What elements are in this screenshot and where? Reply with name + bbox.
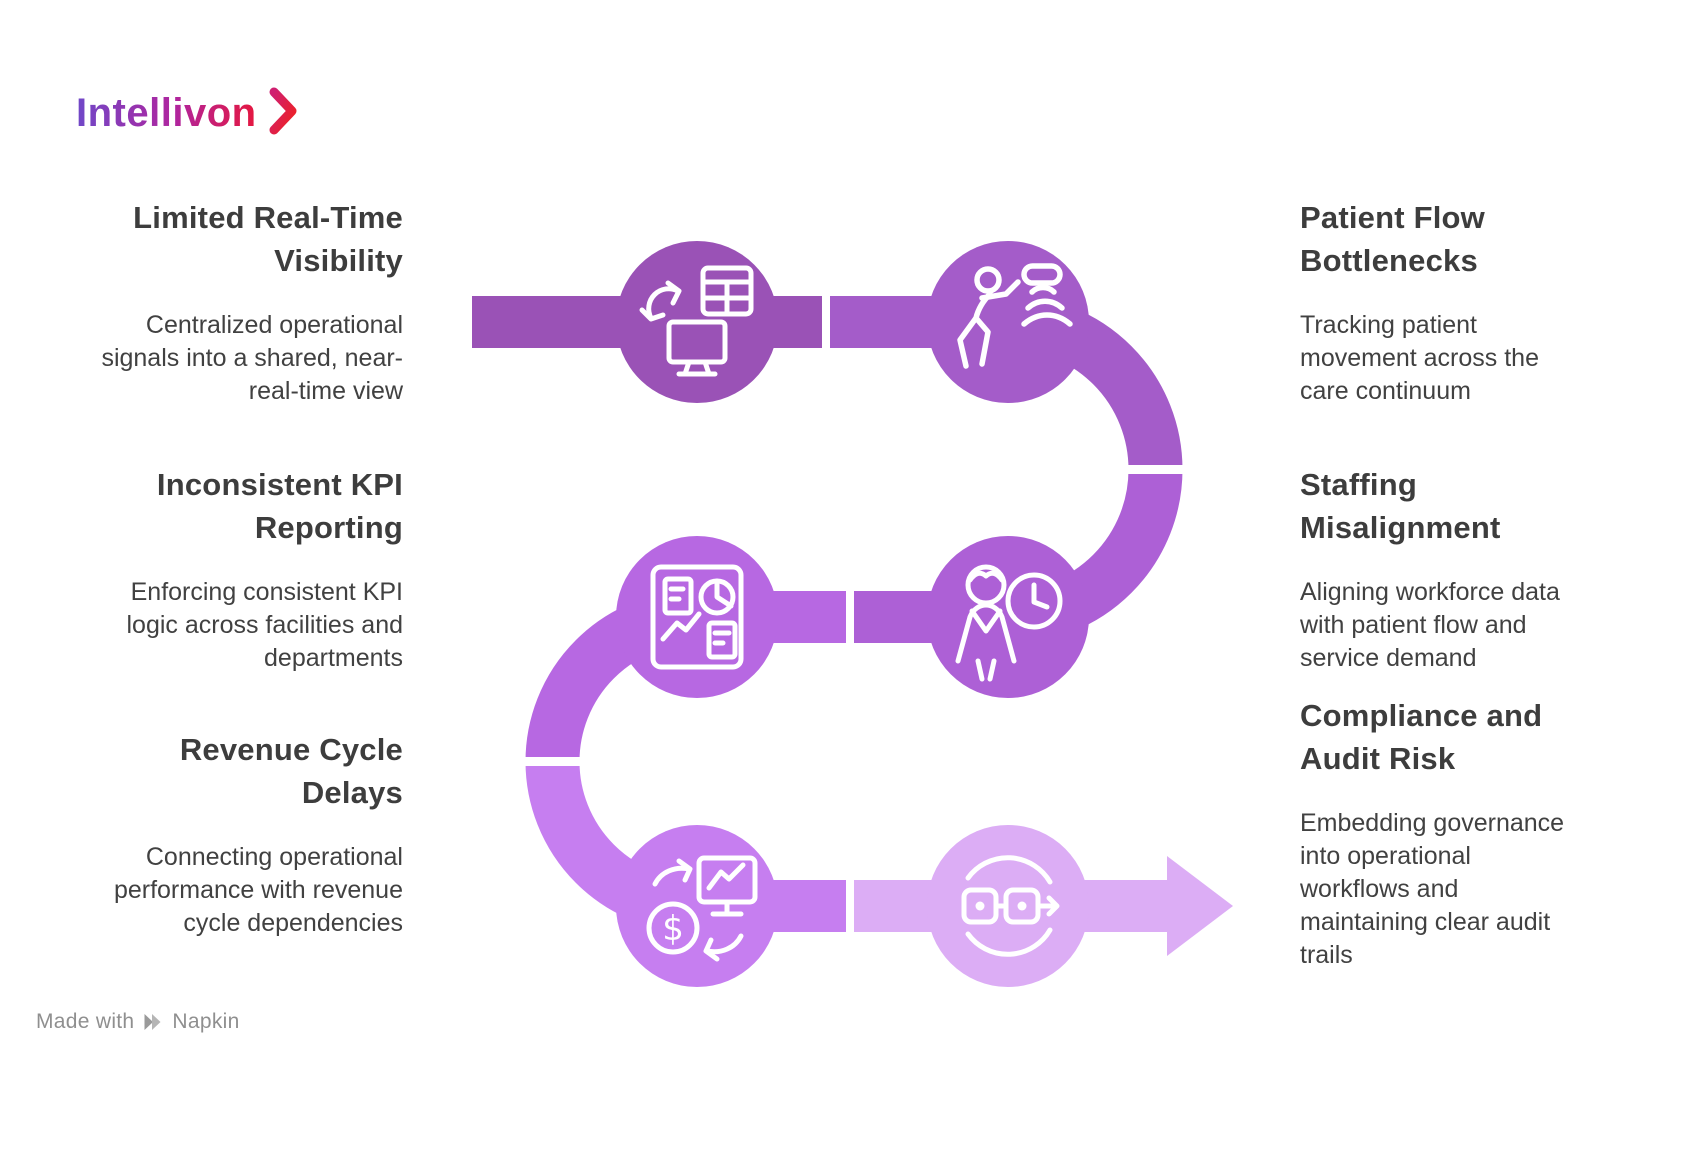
- revenue-cycle-icon: $: [646, 855, 758, 962]
- block-description: Tracking patient movement across the car…: [1300, 310, 1539, 405]
- block-title: Compliance and Audit Risk: [1300, 698, 1543, 777]
- brand-logo: Intellivon: [74, 82, 334, 149]
- walking-person-signal-icon: [957, 263, 1073, 369]
- data-sync-monitor-icon: [639, 265, 754, 377]
- made-with-napkin-credit: Made with Napkin: [36, 1010, 240, 1034]
- block-description: Aligning workforce data with patient flo…: [1300, 577, 1560, 672]
- block-description: Embedding governance into operational wo…: [1300, 808, 1565, 969]
- flow-end-arrowhead: [1167, 856, 1233, 956]
- brand-logo-text: Intellivon: [76, 91, 257, 135]
- block-title: Staffing Misalignment: [1300, 467, 1501, 546]
- step-circle-revenue-cycle: [616, 825, 778, 987]
- credit-brand: Napkin: [172, 1010, 240, 1033]
- block-description: Enforcing consistent KPI logic across fa…: [126, 577, 403, 672]
- text-block-compliance: Compliance and Audit Risk Embedding gove…: [1300, 694, 1645, 972]
- credit-prefix: Made with: [36, 1010, 135, 1033]
- text-block-revenue-cycle: Revenue Cycle Delays Connecting operatio…: [63, 728, 403, 940]
- text-block-patient-flow: Patient Flow Bottlenecks Tracking patien…: [1300, 196, 1645, 408]
- block-title: Revenue Cycle Delays: [179, 732, 403, 811]
- brand-chevron-icon: [269, 87, 297, 135]
- staff-clock-icon: [955, 564, 1063, 682]
- brand-logo-svg: Intellivon: [76, 87, 297, 135]
- text-block-staffing: Staffing Misalignment Aligning workforce…: [1300, 463, 1645, 675]
- step-circle-staffing: [927, 536, 1089, 698]
- block-title: Patient Flow Bottlenecks: [1300, 200, 1485, 279]
- block-description: Centralized operational signals into a s…: [101, 310, 403, 405]
- block-description: Connecting operational performance with …: [113, 842, 403, 937]
- napkin-logo-icon: [144, 1014, 161, 1030]
- block-title: Inconsistent KPI Reporting: [156, 467, 403, 546]
- dollar-glyph: $: [662, 909, 684, 949]
- kpi-dashboard-icon: [650, 564, 744, 670]
- workflow-audit-icon: [961, 855, 1060, 957]
- block-title: Limited Real-Time Visibility: [133, 200, 403, 279]
- text-block-limited-visibility: Limited Real-Time Visibility Centralized…: [63, 196, 403, 408]
- text-block-kpi-reporting: Inconsistent KPI Reporting Enforcing con…: [63, 463, 403, 675]
